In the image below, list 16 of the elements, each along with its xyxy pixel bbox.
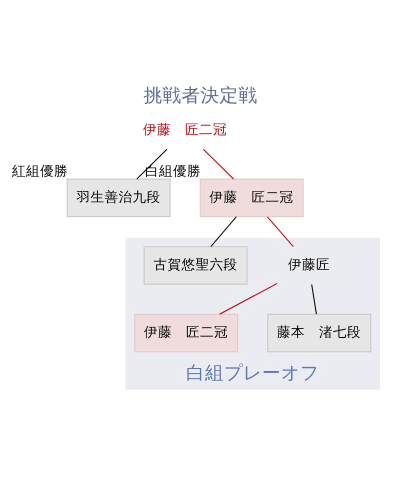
- connector: [266, 216, 294, 247]
- node-label: 紅組優勝: [12, 163, 68, 180]
- node-text: 伊藤 匠二冠: [142, 122, 227, 138]
- connector: [136, 148, 167, 180]
- connector: [210, 216, 236, 247]
- node-box: 伊藤 匠二冠: [199, 178, 304, 218]
- connector: [202, 148, 234, 180]
- node-box: 古賀悠聖六段: [143, 246, 248, 285]
- node-text: 伊藤匠: [287, 257, 330, 273]
- connector: [218, 283, 277, 315]
- connector: [310, 284, 316, 314]
- node-label: 白組優勝: [144, 163, 201, 180]
- node-box: 伊藤 匠二冠: [134, 314, 238, 352]
- node-box: 羽生善治九段: [66, 178, 170, 218]
- diagram-title: 挑戦者決定戦: [143, 86, 257, 107]
- node-box: 藤本 渚七段: [266, 314, 371, 352]
